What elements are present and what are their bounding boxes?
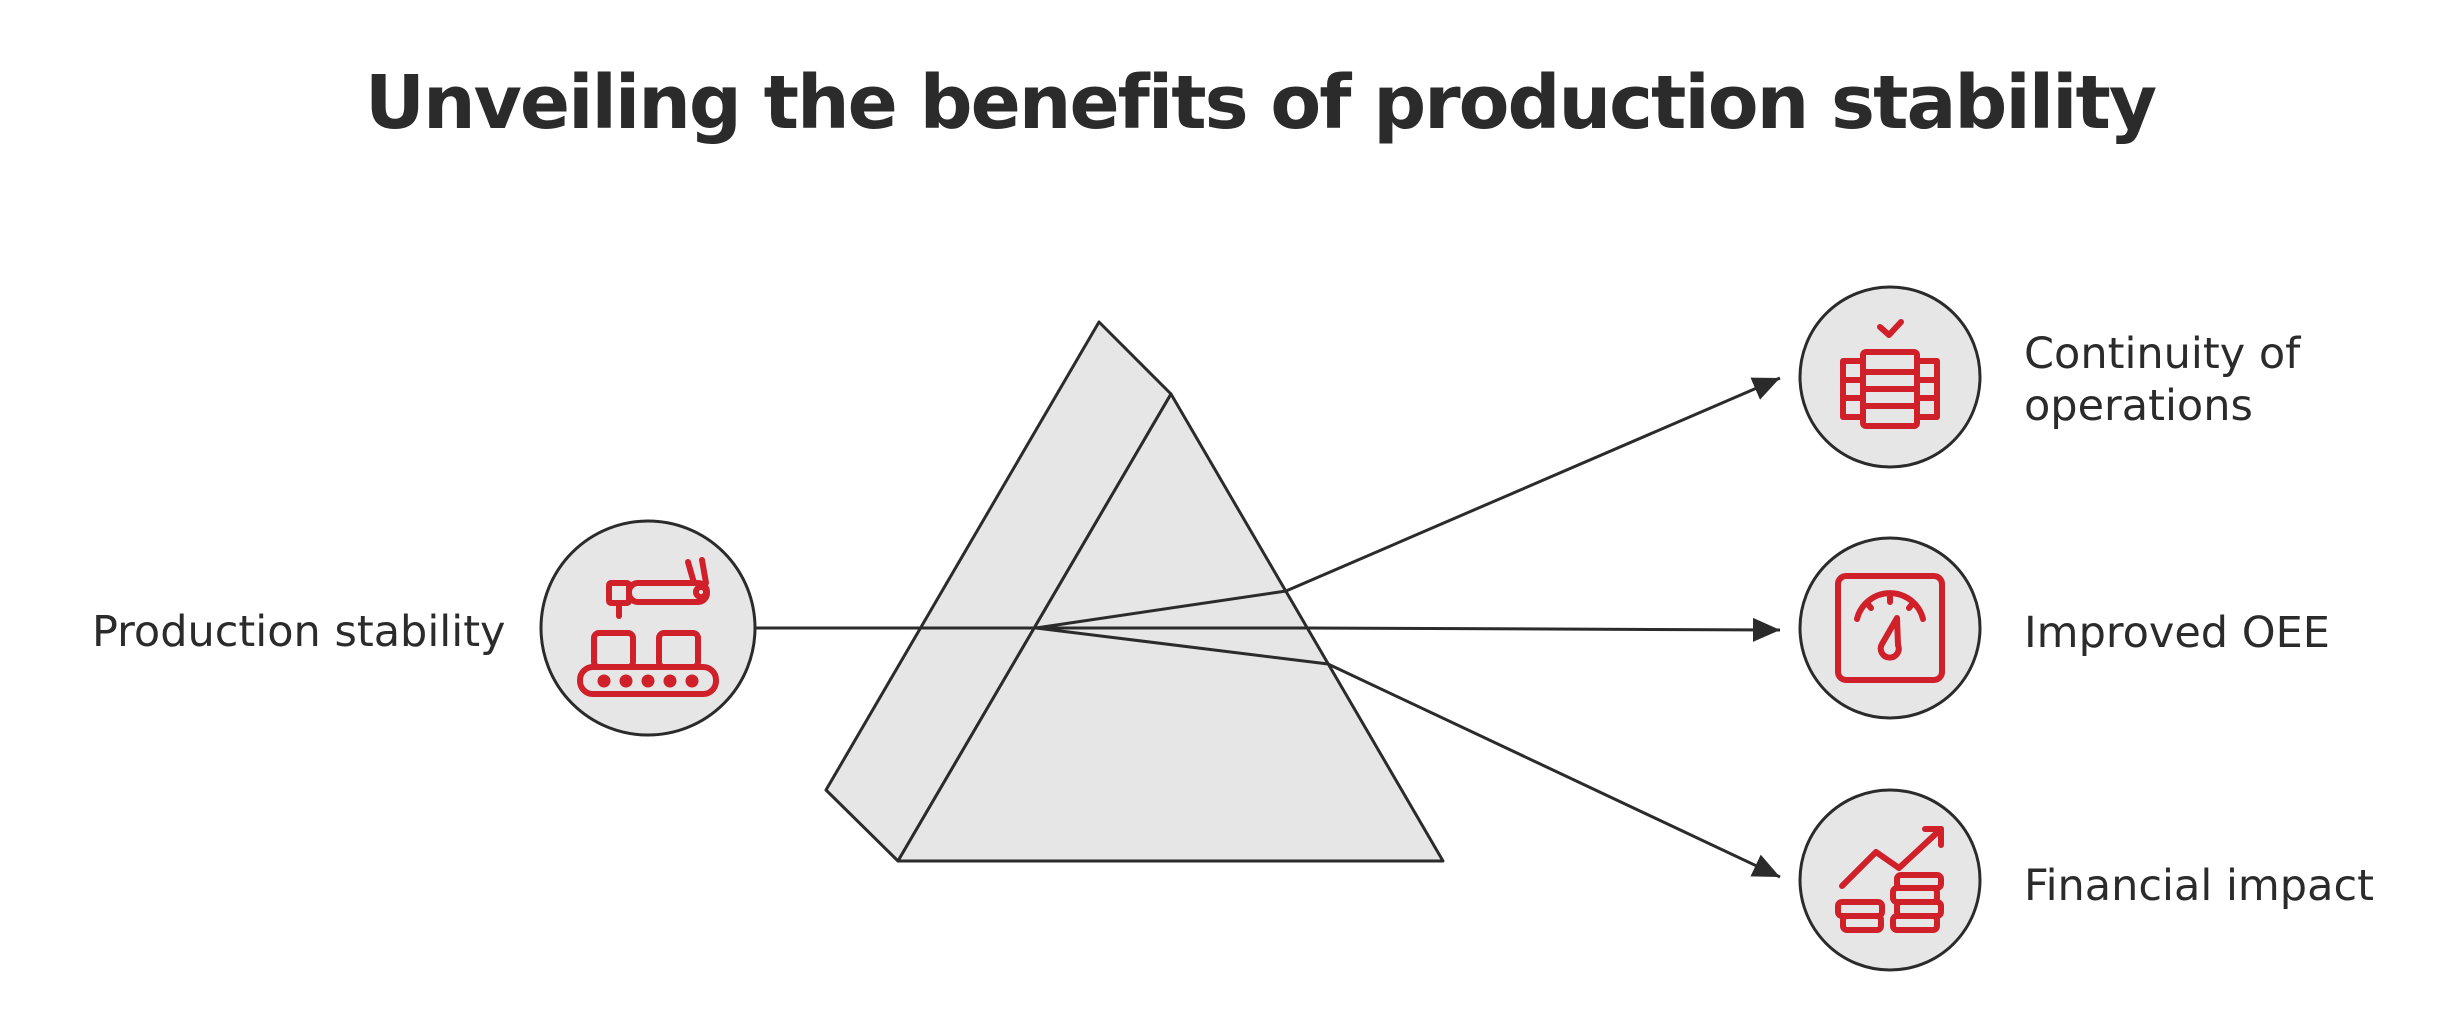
- output-label-financial: Financial impact: [2024, 861, 2374, 911]
- prism: [824, 320, 1445, 863]
- rays: [756, 376, 1781, 879]
- output-node-oee: [1798, 536, 1982, 720]
- output-node-financial: [1798, 788, 1982, 972]
- output-label-oee: Improved OEE: [2024, 608, 2330, 658]
- server-stack-check-icon: [1840, 319, 1940, 429]
- page-title: Unveiling the benefits of production sta…: [364, 60, 2157, 146]
- ray-continuity: [1035, 376, 1781, 630]
- input-label: Production stability: [92, 607, 506, 657]
- coins-growth-icon: [1835, 826, 1944, 933]
- input-node: [539, 519, 757, 737]
- output-node-continuity: [1798, 285, 1982, 469]
- ray-financial: [1035, 626, 1781, 879]
- ray-oee: [1036, 617, 1781, 642]
- output-label-continuity: Continuity of operations: [2024, 329, 2301, 431]
- conveyor-robot-icon: [577, 557, 719, 697]
- gauge-icon: [1835, 573, 1945, 683]
